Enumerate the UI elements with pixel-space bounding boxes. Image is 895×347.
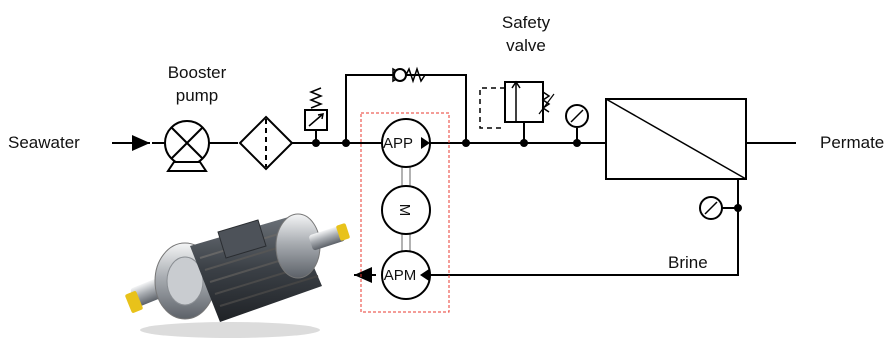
booster-pump-label-line1: Booster: [168, 63, 227, 82]
membrane-icon: [605, 98, 747, 180]
apm-label: APM: [384, 267, 417, 284]
booster-pump-label-line2: pump: [176, 86, 219, 105]
permeate-label: Permate: [820, 133, 884, 152]
brine-label: Brine: [668, 253, 708, 272]
motor-pump-photo: [125, 213, 350, 338]
app-label: APP: [383, 135, 413, 152]
booster-pump-icon: [152, 120, 210, 172]
motor-icon: M: [381, 185, 431, 235]
junction-dots: [312, 139, 742, 212]
filter-icon: [238, 115, 294, 171]
brine-pipe: [428, 179, 739, 276]
pressure-gauge-icon: [565, 104, 589, 143]
safety-valve-icon: [479, 80, 555, 143]
app-pump: APP: [381, 118, 431, 168]
pressure-gauge-icon: [699, 196, 738, 220]
pump-motor-unit-box: [360, 112, 450, 313]
seawater-label: Seawater: [8, 133, 80, 152]
check-valve-icon: [392, 66, 426, 84]
safety-valve-label-line1: Safety: [502, 13, 551, 32]
motor-label: M: [396, 204, 413, 217]
pressure-relief-icon: [304, 87, 328, 143]
safety-valve-label-line2: valve: [506, 36, 546, 55]
apm-motor: APM: [381, 250, 431, 300]
